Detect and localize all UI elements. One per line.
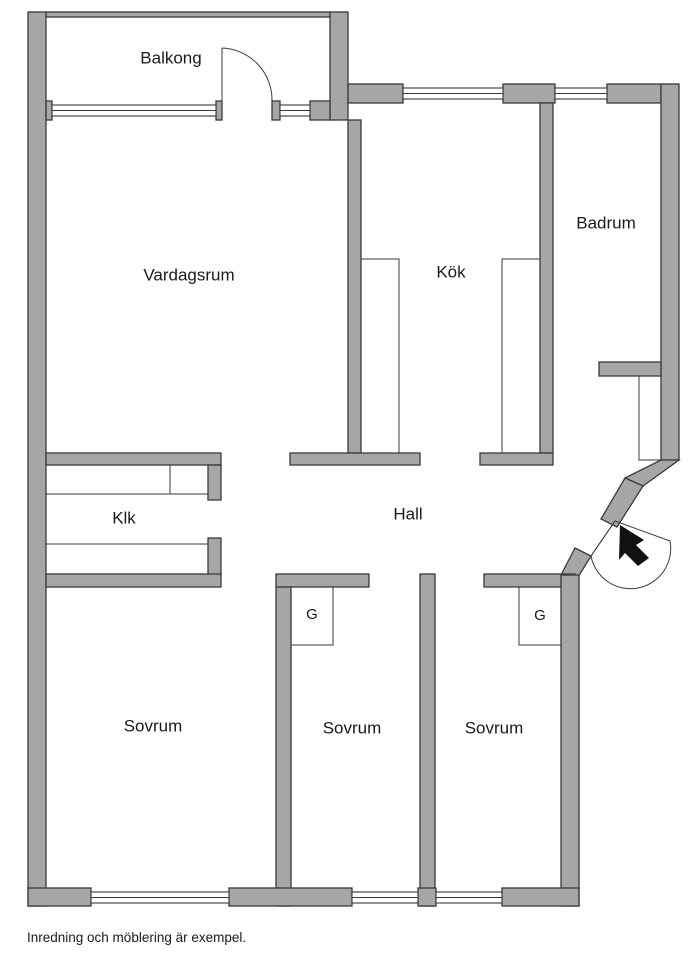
south-wall-b — [228, 887, 353, 907]
closet-stub-lower — [207, 537, 222, 577]
doors — [221, 47, 672, 590]
bedroom2-north-wall — [275, 573, 370, 588]
label-bedroom-2: Sovrum — [323, 718, 382, 737]
living-north-wall-c — [271, 100, 281, 121]
label-wardrobe-2: G — [534, 607, 546, 624]
kitchen-north-wall-b — [502, 83, 556, 104]
label-closet: Klk — [112, 508, 136, 527]
closet-stub-upper — [207, 464, 222, 501]
closet-south-wall — [45, 573, 222, 588]
wardrobe-2 — [518, 586, 562, 646]
window-bedroom-2 — [351, 891, 419, 904]
window-kitchen — [402, 87, 504, 100]
windows — [51, 87, 608, 904]
label-bathroom: Badrum — [576, 213, 636, 232]
window-bathroom — [554, 87, 608, 100]
kitchen-bath-wall — [539, 102, 554, 454]
label-wardrobe-1: G — [306, 606, 318, 623]
east-wall-upper — [660, 83, 680, 461]
bathroom-cabinet — [638, 375, 662, 461]
bedroom1-2-wall — [275, 586, 292, 907]
balcony-rail — [45, 11, 331, 18]
east-wall-lower — [560, 574, 580, 907]
kitchen-south-wall-a — [289, 452, 421, 466]
fixtures — [46, 258, 662, 646]
kitchen-counter-right — [501, 258, 541, 454]
entrance-wall-side — [600, 477, 644, 528]
footer-note: Inredning och möblering är exempel. — [27, 930, 247, 945]
south-wall-a — [27, 887, 92, 907]
label-kitchen: Kök — [436, 262, 466, 281]
walls — [27, 11, 682, 907]
living-north-wall-d — [309, 100, 331, 121]
balcony-east-wall — [329, 11, 349, 121]
kitchen-south-wall-b — [479, 452, 554, 466]
entrance-arrow-icon — [619, 525, 649, 566]
living-kitchen-wall — [347, 119, 362, 454]
room-labels: Balkong Vardagsrum Kök Badrum Klk Hall G… — [112, 48, 636, 737]
kitchen-north-wall-a — [347, 83, 404, 104]
west-wall — [27, 11, 47, 907]
living-north-wall-b — [215, 100, 223, 121]
kitchen-counter-left — [360, 258, 400, 454]
label-living-room: Vardagsrum — [143, 265, 234, 284]
entrance-door — [590, 520, 672, 590]
bedroom2-3-wall — [419, 573, 436, 907]
wardrobe-1 — [290, 586, 334, 646]
bath-south-wall — [598, 361, 662, 377]
label-hall: Hall — [393, 504, 422, 523]
living-north-wall-a — [45, 100, 53, 121]
closet-north-wall — [45, 452, 222, 466]
label-bedroom-1: Sovrum — [124, 716, 183, 735]
window-living — [51, 104, 217, 117]
south-wall-d — [501, 887, 580, 907]
bath-north-wall — [606, 83, 662, 104]
window-living-small — [279, 104, 311, 117]
label-bedroom-3: Sovrum — [465, 718, 524, 737]
balcony-door — [221, 47, 273, 102]
south-wall-c — [417, 887, 437, 907]
window-bedroom-3 — [435, 891, 503, 904]
window-bedroom-1 — [90, 891, 230, 904]
label-balcony: Balkong — [140, 48, 201, 67]
